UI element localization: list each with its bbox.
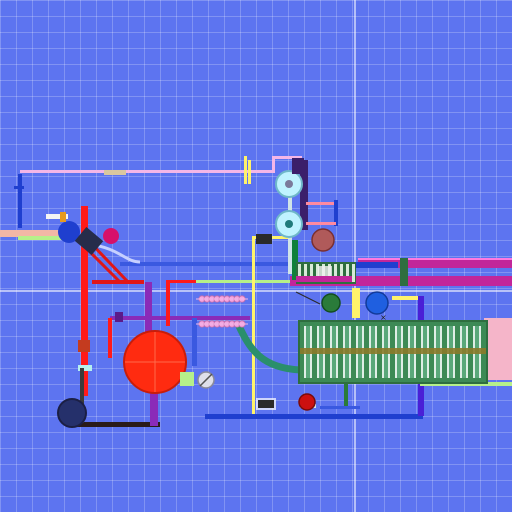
valve-blue[interactable] <box>365 291 389 315</box>
cursor-marker: × <box>380 313 387 322</box>
gauge-white[interactable] <box>197 371 215 389</box>
valve-green[interactable] <box>321 293 341 313</box>
valve-red-small[interactable] <box>298 393 316 411</box>
reactor-array[interactable] <box>298 320 488 384</box>
pressure-tank-bottom[interactable] <box>275 210 303 238</box>
heat-exchanger[interactable] <box>196 295 248 328</box>
pump-valve-left[interactable] <box>46 212 119 255</box>
pressure-tank-top[interactable] <box>275 170 303 198</box>
valve-brown[interactable] <box>311 228 335 252</box>
storage-tank-large[interactable] <box>123 330 194 394</box>
tank-navy[interactable] <box>57 398 87 428</box>
pipe-junction-boxes: × <box>256 158 387 322</box>
